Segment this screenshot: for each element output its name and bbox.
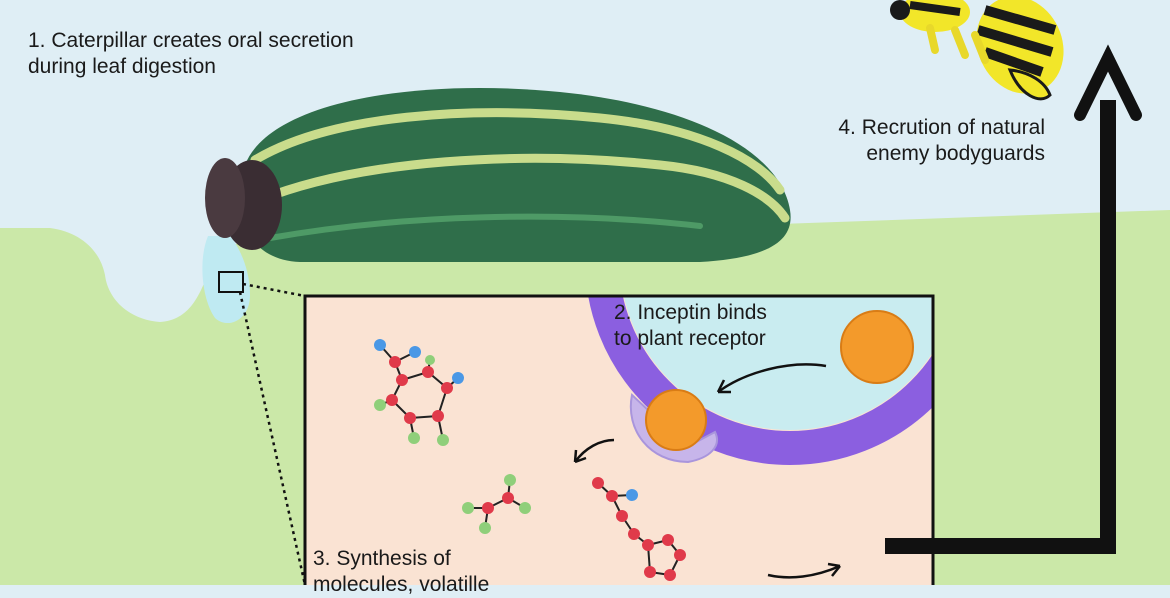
molecule-chain [592, 477, 686, 581]
release-arrow [767, 564, 841, 579]
step-3-label: 3. Synthesis of molecules, volatille [313, 547, 490, 596]
diagram-scene [0, 0, 1170, 585]
cell-membrane [588, 296, 933, 465]
wasp-icon [890, 0, 1064, 101]
inceptin-free [840, 310, 914, 384]
molecule-icon [374, 339, 464, 446]
caterpillar-icon [205, 87, 791, 262]
signal-arrow [573, 438, 615, 463]
step-4-label: 4. Recrution of natural enemy bodyguards [838, 116, 1045, 165]
recruitment-arrow [885, 100, 1116, 554]
step-1-label: 1. Caterpillar creates oral secretion du… [28, 29, 354, 78]
inceptin-peptide-icon [645, 389, 707, 451]
recruitment-arrowhead [1074, 44, 1142, 121]
binding-arrow [717, 363, 827, 394]
zoom-marker [218, 271, 244, 293]
molecule-small [462, 474, 531, 534]
oral-secretion-drop [202, 236, 250, 324]
step-2-label: 2. Inceptin binds to plant receptor [614, 301, 767, 350]
